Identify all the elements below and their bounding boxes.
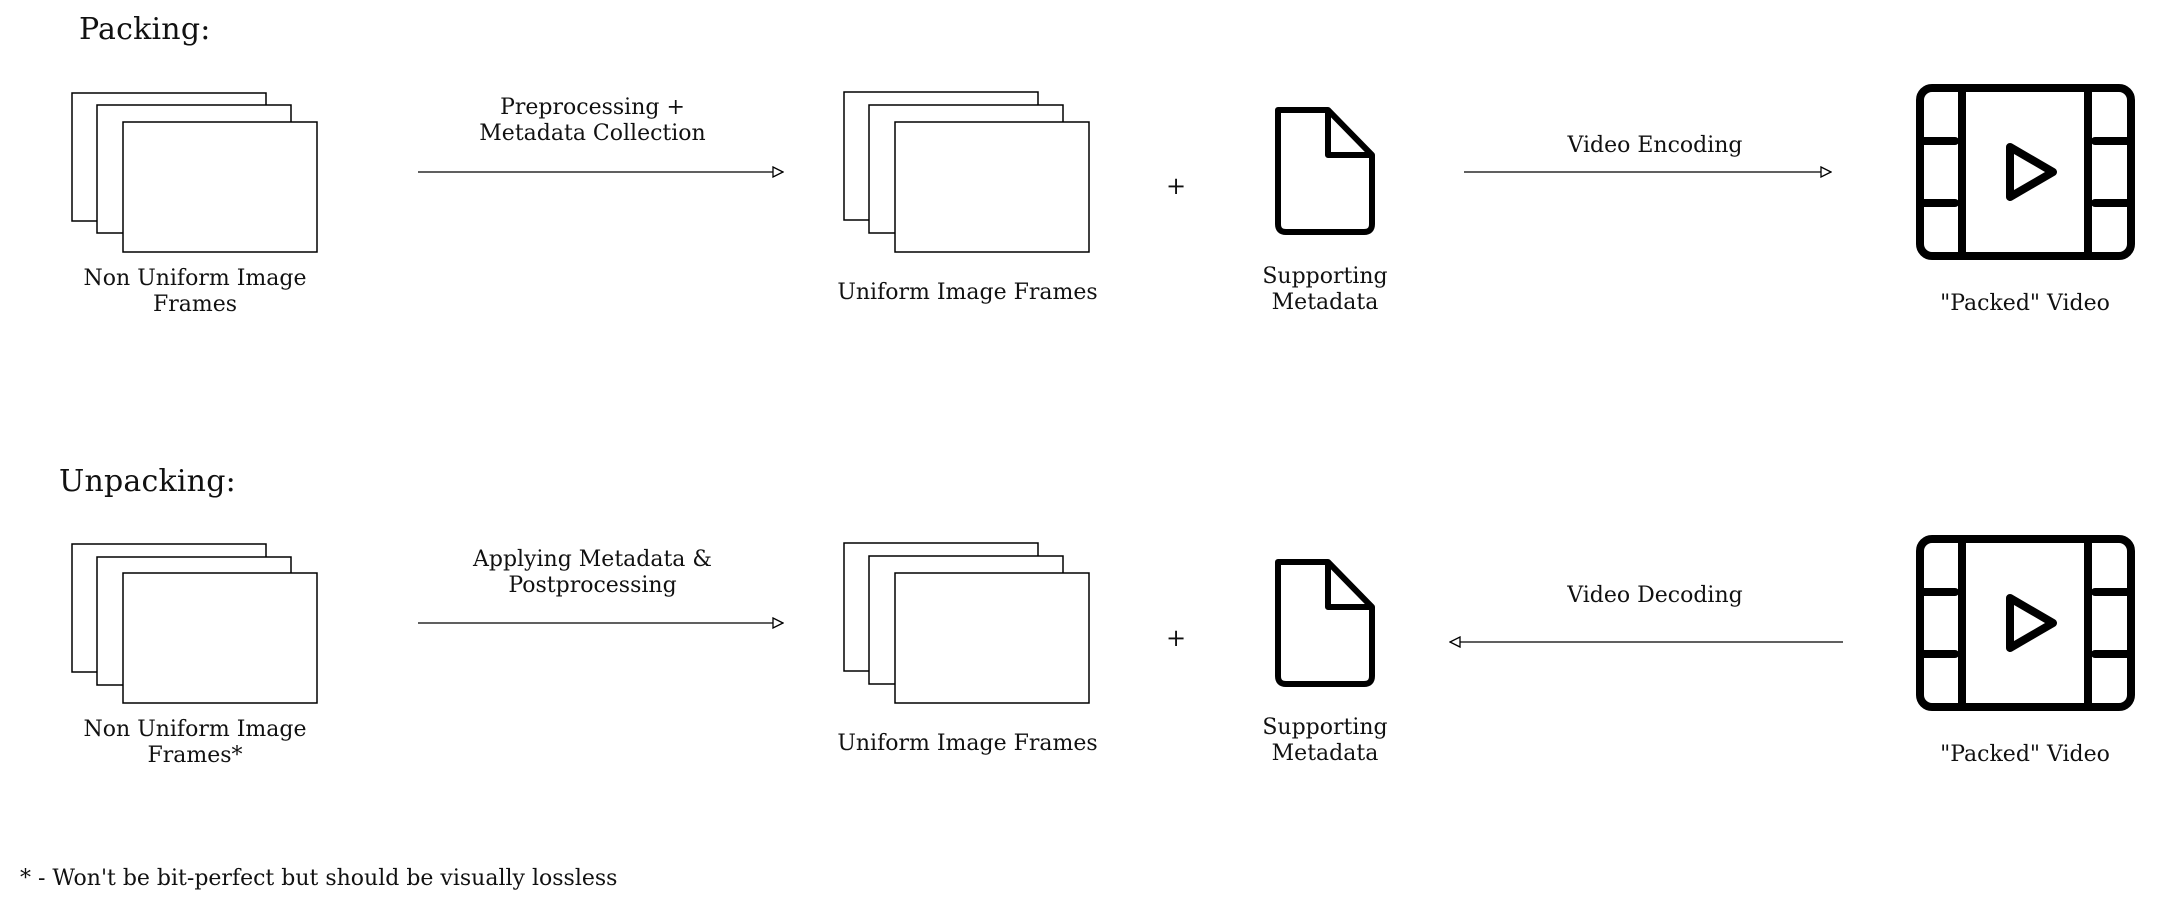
unpacking-non-uniform-frames-icon — [71, 543, 318, 704]
packing-video-label: "Packed" Video — [1940, 291, 2110, 316]
packing-non-uniform-frames-label: Non Uniform Image Frames — [83, 266, 307, 317]
unpacking-section-title: Unpacking: — [59, 464, 236, 499]
unpacking-postprocessing-label: Applying Metadata & Postprocessing — [472, 547, 713, 598]
packing-uniform-frames-label: Uniform Image Frames — [837, 280, 1098, 305]
packing-film-strip-play-icon — [1916, 84, 2135, 260]
unpacking-film-strip-play-icon — [1916, 535, 2135, 711]
packing-section-title: Packing: — [79, 12, 211, 47]
packing-preprocessing-label: Preprocessing + Metadata Collection — [479, 95, 706, 146]
unpacking-plus-sign: + — [1166, 624, 1187, 652]
unpacking-non-uniform-frames-label: Non Uniform Image Frames* — [83, 717, 307, 768]
packing-non-uniform-frames-icon — [71, 92, 318, 253]
unpacking-document-icon — [1275, 559, 1375, 687]
packing-document-icon — [1275, 107, 1375, 235]
unpacking-uniform-frames-icon — [843, 542, 1090, 704]
packing-encoding-label: Video Encoding — [1567, 133, 1743, 158]
packing-uniform-frames-icon — [843, 91, 1090, 253]
unpacking-decoding-label: Video Decoding — [1567, 583, 1743, 608]
footnote: * - Won't be bit-perfect but should be v… — [20, 866, 618, 891]
packing-plus-sign: + — [1166, 172, 1187, 200]
packing-metadata-label: Supporting Metadata — [1262, 264, 1388, 315]
unpacking-video-label: "Packed" Video — [1940, 742, 2110, 767]
unpacking-metadata-label: Supporting Metadata — [1262, 715, 1388, 766]
unpacking-uniform-frames-label: Uniform Image Frames — [837, 731, 1098, 756]
